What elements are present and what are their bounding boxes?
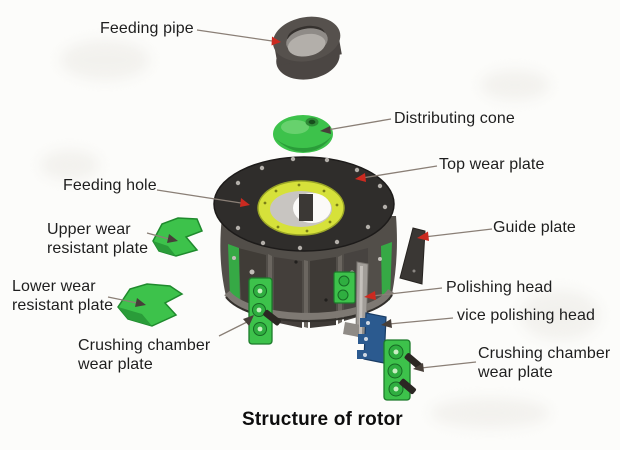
diagram-title: Structure of rotor: [242, 409, 403, 430]
leader-polishing-head: [371, 287, 443, 297]
label-feeding-hole: Feeding hole: [63, 177, 157, 194]
arrowhead-distributing-cone: [320, 126, 331, 134]
arrowhead-crushing-right: [413, 363, 424, 372]
feeding-hole-graphic: [257, 180, 345, 236]
leader-crushing-right: [420, 361, 477, 369]
distributing-cone-graphic: [273, 115, 333, 153]
arrowhead-polishing-head: [364, 291, 376, 300]
label-guide-plate: Guide plate: [493, 219, 576, 236]
label-vice-polishing-head: vice polishing head: [457, 307, 595, 324]
label-feeding-pipe: Feeding pipe: [100, 20, 194, 37]
label-upper-wear-resistant-plate: Upper wear resistant plate: [47, 221, 149, 257]
background-smudge: [60, 40, 150, 80]
label-lower-wear-resistant-plate: Lower wear resistant plate: [12, 278, 114, 314]
leader-upper-wear-plate: [146, 232, 170, 240]
leader-vice-polishing-head: [388, 317, 454, 325]
label-top-wear-plate: Top wear plate: [439, 156, 545, 173]
crushing-chamber-wear-plate-right-graphic: [383, 339, 423, 401]
arrowhead-feeding-hole: [240, 198, 250, 207]
lower-wear-resistant-plate-graphic: [117, 283, 184, 327]
label-crushing-chamber-wear-plate-left: Crushing chamber wear plate: [78, 337, 211, 373]
polishing-head-mount-graphic: [333, 271, 356, 304]
arrowhead-vice-polishing-head: [381, 319, 392, 328]
leader-lower-wear-plate: [107, 296, 138, 304]
arrowhead-guide-plate: [417, 231, 429, 241]
label-polishing-head: Polishing head: [446, 279, 553, 296]
guide-plate-graphic: [399, 227, 426, 285]
feeding-pipe-graphic: [272, 11, 342, 80]
background-smudge: [430, 398, 550, 428]
leader-feeding-pipe: [196, 29, 273, 42]
label-crushing-chamber-wear-plate-right: Crushing chamber wear plate: [478, 345, 611, 381]
leader-feeding-hole: [156, 189, 242, 204]
arrowhead-lower-wear-plate: [135, 298, 146, 307]
top-wear-plate-graphic: [213, 156, 395, 252]
arrowhead-upper-wear-plate: [167, 234, 178, 243]
arrowheads: [135, 36, 429, 372]
leader-guide-plate: [423, 228, 493, 238]
arrowhead-top-wear-plate: [355, 173, 366, 182]
leader-top-wear-plate: [361, 165, 438, 179]
arrowhead-feeding-pipe: [271, 36, 281, 46]
arrowhead-crushing-left: [243, 315, 254, 326]
leader-lines: [107, 29, 493, 369]
leader-crushing-left: [218, 320, 250, 337]
label-distributing-cone: Distributing cone: [394, 110, 515, 127]
background-smudge: [480, 70, 550, 100]
crushing-chamber-wear-plate-left-graphic: [248, 277, 281, 345]
background-smudge: [40, 150, 100, 180]
vice-polishing-head-graphic: [357, 312, 387, 364]
upper-wear-resistant-plate-graphic: [152, 217, 203, 257]
background-smudge: [520, 290, 600, 340]
leader-distributing-cone: [326, 118, 392, 131]
